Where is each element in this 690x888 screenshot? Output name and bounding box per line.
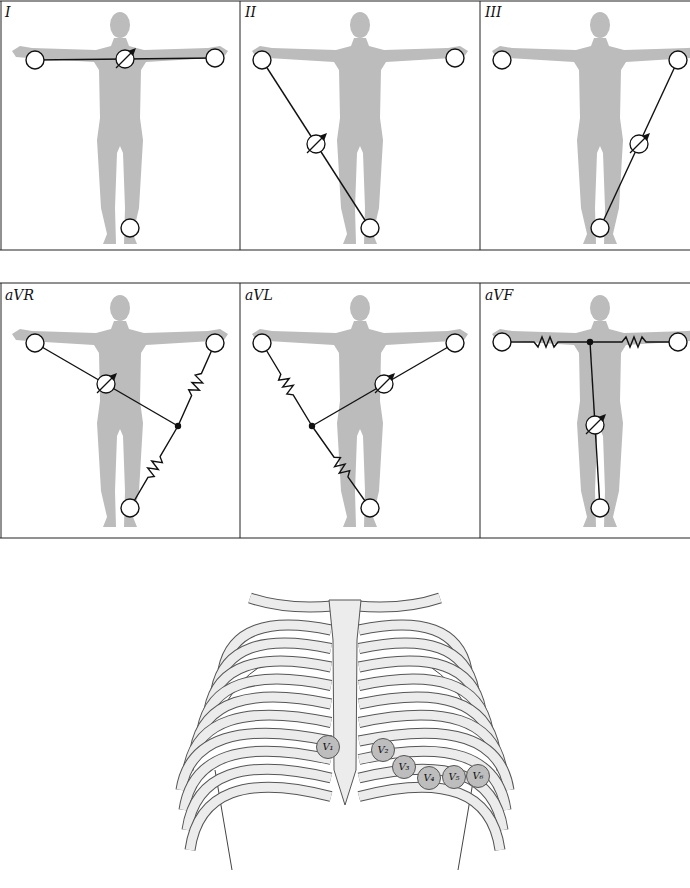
electrode-label: V₆ bbox=[472, 771, 483, 781]
electrode bbox=[446, 334, 464, 352]
electrode bbox=[591, 219, 609, 237]
electrode-label: V₃ bbox=[398, 762, 409, 772]
electrode bbox=[493, 333, 511, 351]
voltmeter-symbol bbox=[97, 373, 117, 393]
chest-electrode: V₂ bbox=[371, 738, 395, 762]
electrode bbox=[361, 219, 379, 237]
limb-electrodes bbox=[26, 49, 687, 517]
electrode-label: V₄ bbox=[423, 773, 434, 783]
electrode bbox=[121, 219, 139, 237]
chest-electrode: V₁ bbox=[316, 735, 340, 759]
lead-label: II bbox=[245, 4, 256, 20]
electrode bbox=[669, 51, 687, 69]
electrode bbox=[253, 51, 271, 69]
chest-electrode: V₄ bbox=[417, 766, 441, 790]
electrode bbox=[26, 51, 44, 69]
lead-label: aVF bbox=[485, 287, 513, 303]
voltmeter-symbol bbox=[586, 414, 606, 434]
lead-label: aVR bbox=[5, 287, 34, 303]
voltmeter-symbol bbox=[307, 133, 327, 153]
electrode bbox=[253, 334, 271, 352]
chest-electrode: V₆ bbox=[466, 764, 490, 788]
voltmeter-symbol bbox=[375, 373, 395, 393]
electrode bbox=[446, 49, 464, 67]
electrode bbox=[206, 334, 224, 352]
lead-label: aVL bbox=[245, 287, 273, 303]
lead-label: III bbox=[485, 4, 502, 20]
electrode bbox=[591, 499, 609, 517]
electrode bbox=[493, 51, 511, 69]
body-silhouettes bbox=[12, 12, 690, 527]
electrode bbox=[361, 499, 379, 517]
lead-wiring bbox=[35, 58, 678, 508]
electrode bbox=[669, 333, 687, 351]
rib-cage bbox=[181, 598, 509, 870]
electrode bbox=[206, 49, 224, 67]
voltmeter-symbol bbox=[116, 48, 136, 68]
voltmeter-symbol bbox=[630, 133, 650, 153]
lead-label: I bbox=[5, 4, 11, 20]
electrode-label: V₁ bbox=[322, 742, 333, 752]
electrode bbox=[121, 499, 139, 517]
electrode bbox=[26, 334, 44, 352]
electrode-label: V₂ bbox=[377, 745, 388, 755]
electrode-label: V₅ bbox=[448, 772, 459, 782]
chest-electrode: V₅ bbox=[442, 765, 466, 789]
chest-electrode: V₃ bbox=[392, 755, 416, 779]
